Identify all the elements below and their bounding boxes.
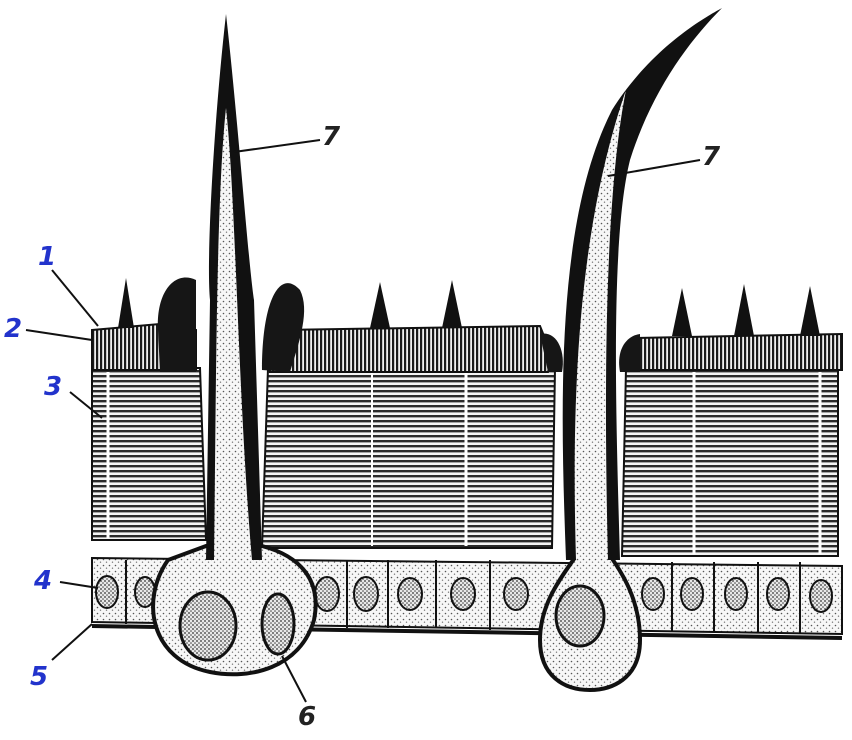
epicuticle-spines — [118, 278, 820, 336]
exocuticle-right — [628, 332, 843, 371]
socket-rim-2 — [540, 333, 563, 372]
leader-lines — [25, 139, 701, 703]
trichogen-nucleus-left — [178, 590, 238, 662]
seta-right — [537, 8, 722, 693]
socket-bulge-left — [157, 277, 196, 372]
socket-bulge-right — [262, 283, 305, 372]
label-6: 6 — [298, 702, 317, 732]
label-5: 5 — [30, 662, 49, 692]
label-3: 3 — [44, 372, 63, 402]
procuticle-block-middle — [260, 367, 557, 549]
exocuticle-layer — [91, 277, 843, 373]
seta-left-core — [214, 108, 252, 560]
label-7-right: 7 — [702, 142, 721, 172]
epidermal-cell-nuclei — [95, 575, 833, 613]
trichogen-nucleus-right — [554, 584, 606, 648]
tormogen-nucleus — [260, 592, 296, 656]
seta-right-core — [574, 90, 626, 560]
cell-walls — [125, 560, 801, 634]
procuticle-block-right — [620, 367, 839, 557]
label-2: 2 — [4, 314, 23, 344]
seta-left — [151, 14, 318, 677]
label-7-left: 7 — [322, 122, 341, 152]
procuticle-layer — [91, 367, 839, 557]
label-4: 4 — [34, 566, 53, 596]
socket-rim-3 — [619, 334, 640, 372]
exocuticle-middle — [268, 324, 554, 373]
label-1: 1 — [38, 242, 57, 272]
